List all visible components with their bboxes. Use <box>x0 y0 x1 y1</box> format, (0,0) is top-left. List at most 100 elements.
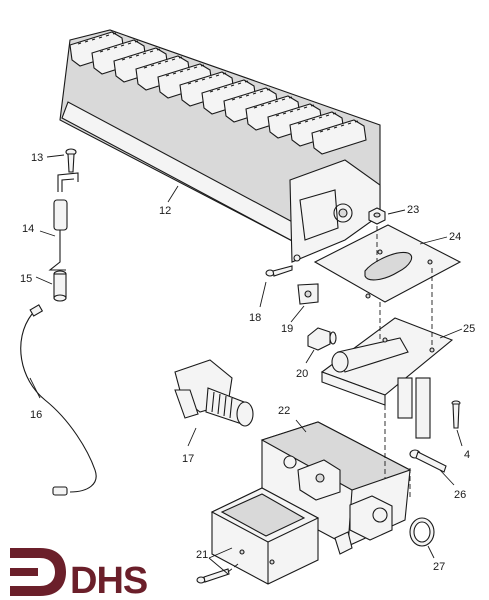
burner-port <box>84 40 89 43</box>
callout-27: 27 <box>433 561 445 573</box>
burner-port <box>252 92 257 95</box>
burner-port <box>91 38 96 41</box>
burner-port <box>297 122 302 125</box>
burner-port <box>222 72 227 75</box>
callout-18: 18 <box>249 312 261 324</box>
gasket-plate-24 <box>313 224 462 303</box>
callout-17: 17 <box>182 453 194 465</box>
burner-port <box>99 50 104 53</box>
burner-port <box>164 60 169 63</box>
burner-port <box>238 96 243 99</box>
leader-lines <box>29 154 463 575</box>
screw-13 <box>65 148 77 173</box>
gas-fitting-17 <box>174 359 254 427</box>
burner-port <box>282 112 287 115</box>
burner-assembly <box>59 29 381 263</box>
callout-25: 25 <box>463 323 475 335</box>
burner-port <box>135 54 140 57</box>
burner-port <box>156 48 161 51</box>
burner-port <box>187 82 192 85</box>
callout-23: 23 <box>407 204 419 216</box>
cover-21 <box>196 487 320 585</box>
burner-port <box>326 128 331 131</box>
burner-port <box>340 124 345 127</box>
burner-port <box>230 84 235 87</box>
burner-port <box>289 110 294 113</box>
burner-port <box>296 108 301 111</box>
burner-port <box>223 86 228 89</box>
burner-port <box>310 104 315 107</box>
callout-19: 19 <box>281 323 293 335</box>
callout-22: 22 <box>278 405 290 417</box>
sleeve-15 <box>53 270 67 302</box>
burner-port <box>354 120 359 123</box>
burner-port <box>245 94 250 97</box>
callout-20: 20 <box>296 368 308 380</box>
burner-tube <box>311 119 367 155</box>
burner-port <box>253 106 258 109</box>
ignition-cable-16 <box>20 304 97 496</box>
burner-port <box>208 76 213 79</box>
burner-port <box>120 44 125 47</box>
burner-port <box>281 98 286 101</box>
callout-4: 4 <box>464 449 470 461</box>
assembly-guide-lines <box>227 226 433 573</box>
burner-port <box>267 102 272 105</box>
burner-port <box>194 80 199 83</box>
burner-port <box>259 90 264 93</box>
burner-port <box>193 66 198 69</box>
burner-port <box>157 62 162 65</box>
callout-26: 26 <box>454 489 466 501</box>
burner-port <box>106 48 111 51</box>
clip-19 <box>297 283 319 305</box>
burner-port <box>179 70 184 73</box>
burner-port <box>171 58 176 61</box>
screw-4 <box>451 400 461 429</box>
burner-port <box>172 72 177 75</box>
burner-port <box>201 78 206 81</box>
callout-15: 15 <box>20 273 32 285</box>
burner-port <box>237 82 242 85</box>
screw-18 <box>265 265 293 277</box>
callout-14: 14 <box>22 223 34 235</box>
callout-13: 13 <box>31 152 43 164</box>
burner-port <box>121 58 126 61</box>
burner-port <box>244 80 249 83</box>
burner-port <box>311 118 316 121</box>
burner-port <box>332 112 337 115</box>
burner-port <box>274 100 279 103</box>
callout-12: 12 <box>159 205 171 217</box>
burner-port <box>303 106 308 109</box>
burner-port <box>200 64 205 67</box>
burner-port <box>113 46 118 49</box>
burner-port <box>266 88 271 91</box>
burner-port <box>231 98 236 101</box>
burner-port <box>77 42 82 45</box>
burner-port <box>186 68 191 71</box>
burner-port <box>275 114 280 117</box>
burner-port <box>319 130 324 133</box>
logo-text: DHS <box>70 560 147 600</box>
callout-16: 16 <box>30 409 42 421</box>
burner-port <box>149 50 154 53</box>
burner-port <box>260 104 265 107</box>
burner-port <box>105 34 110 37</box>
callout-24: 24 <box>449 231 461 243</box>
nut-23 <box>368 207 386 225</box>
burner-port <box>347 122 352 125</box>
burner-port <box>165 74 170 77</box>
burner-port <box>318 116 323 119</box>
o-ring-27 <box>409 517 435 547</box>
burner-port <box>333 126 338 129</box>
callout-labels: 13 14 15 16 12 17 18 19 20 22 23 24 25 4… <box>20 152 475 573</box>
electrode-14 <box>48 172 79 271</box>
burner-port <box>325 114 330 117</box>
burner-tubes <box>69 31 367 155</box>
burner-port <box>98 36 103 39</box>
dhs-logo: DHS <box>10 548 148 600</box>
bolt-26 <box>409 449 447 473</box>
burner-port <box>178 56 183 59</box>
burner-port <box>215 74 220 77</box>
callout-21: 21 <box>196 549 208 561</box>
